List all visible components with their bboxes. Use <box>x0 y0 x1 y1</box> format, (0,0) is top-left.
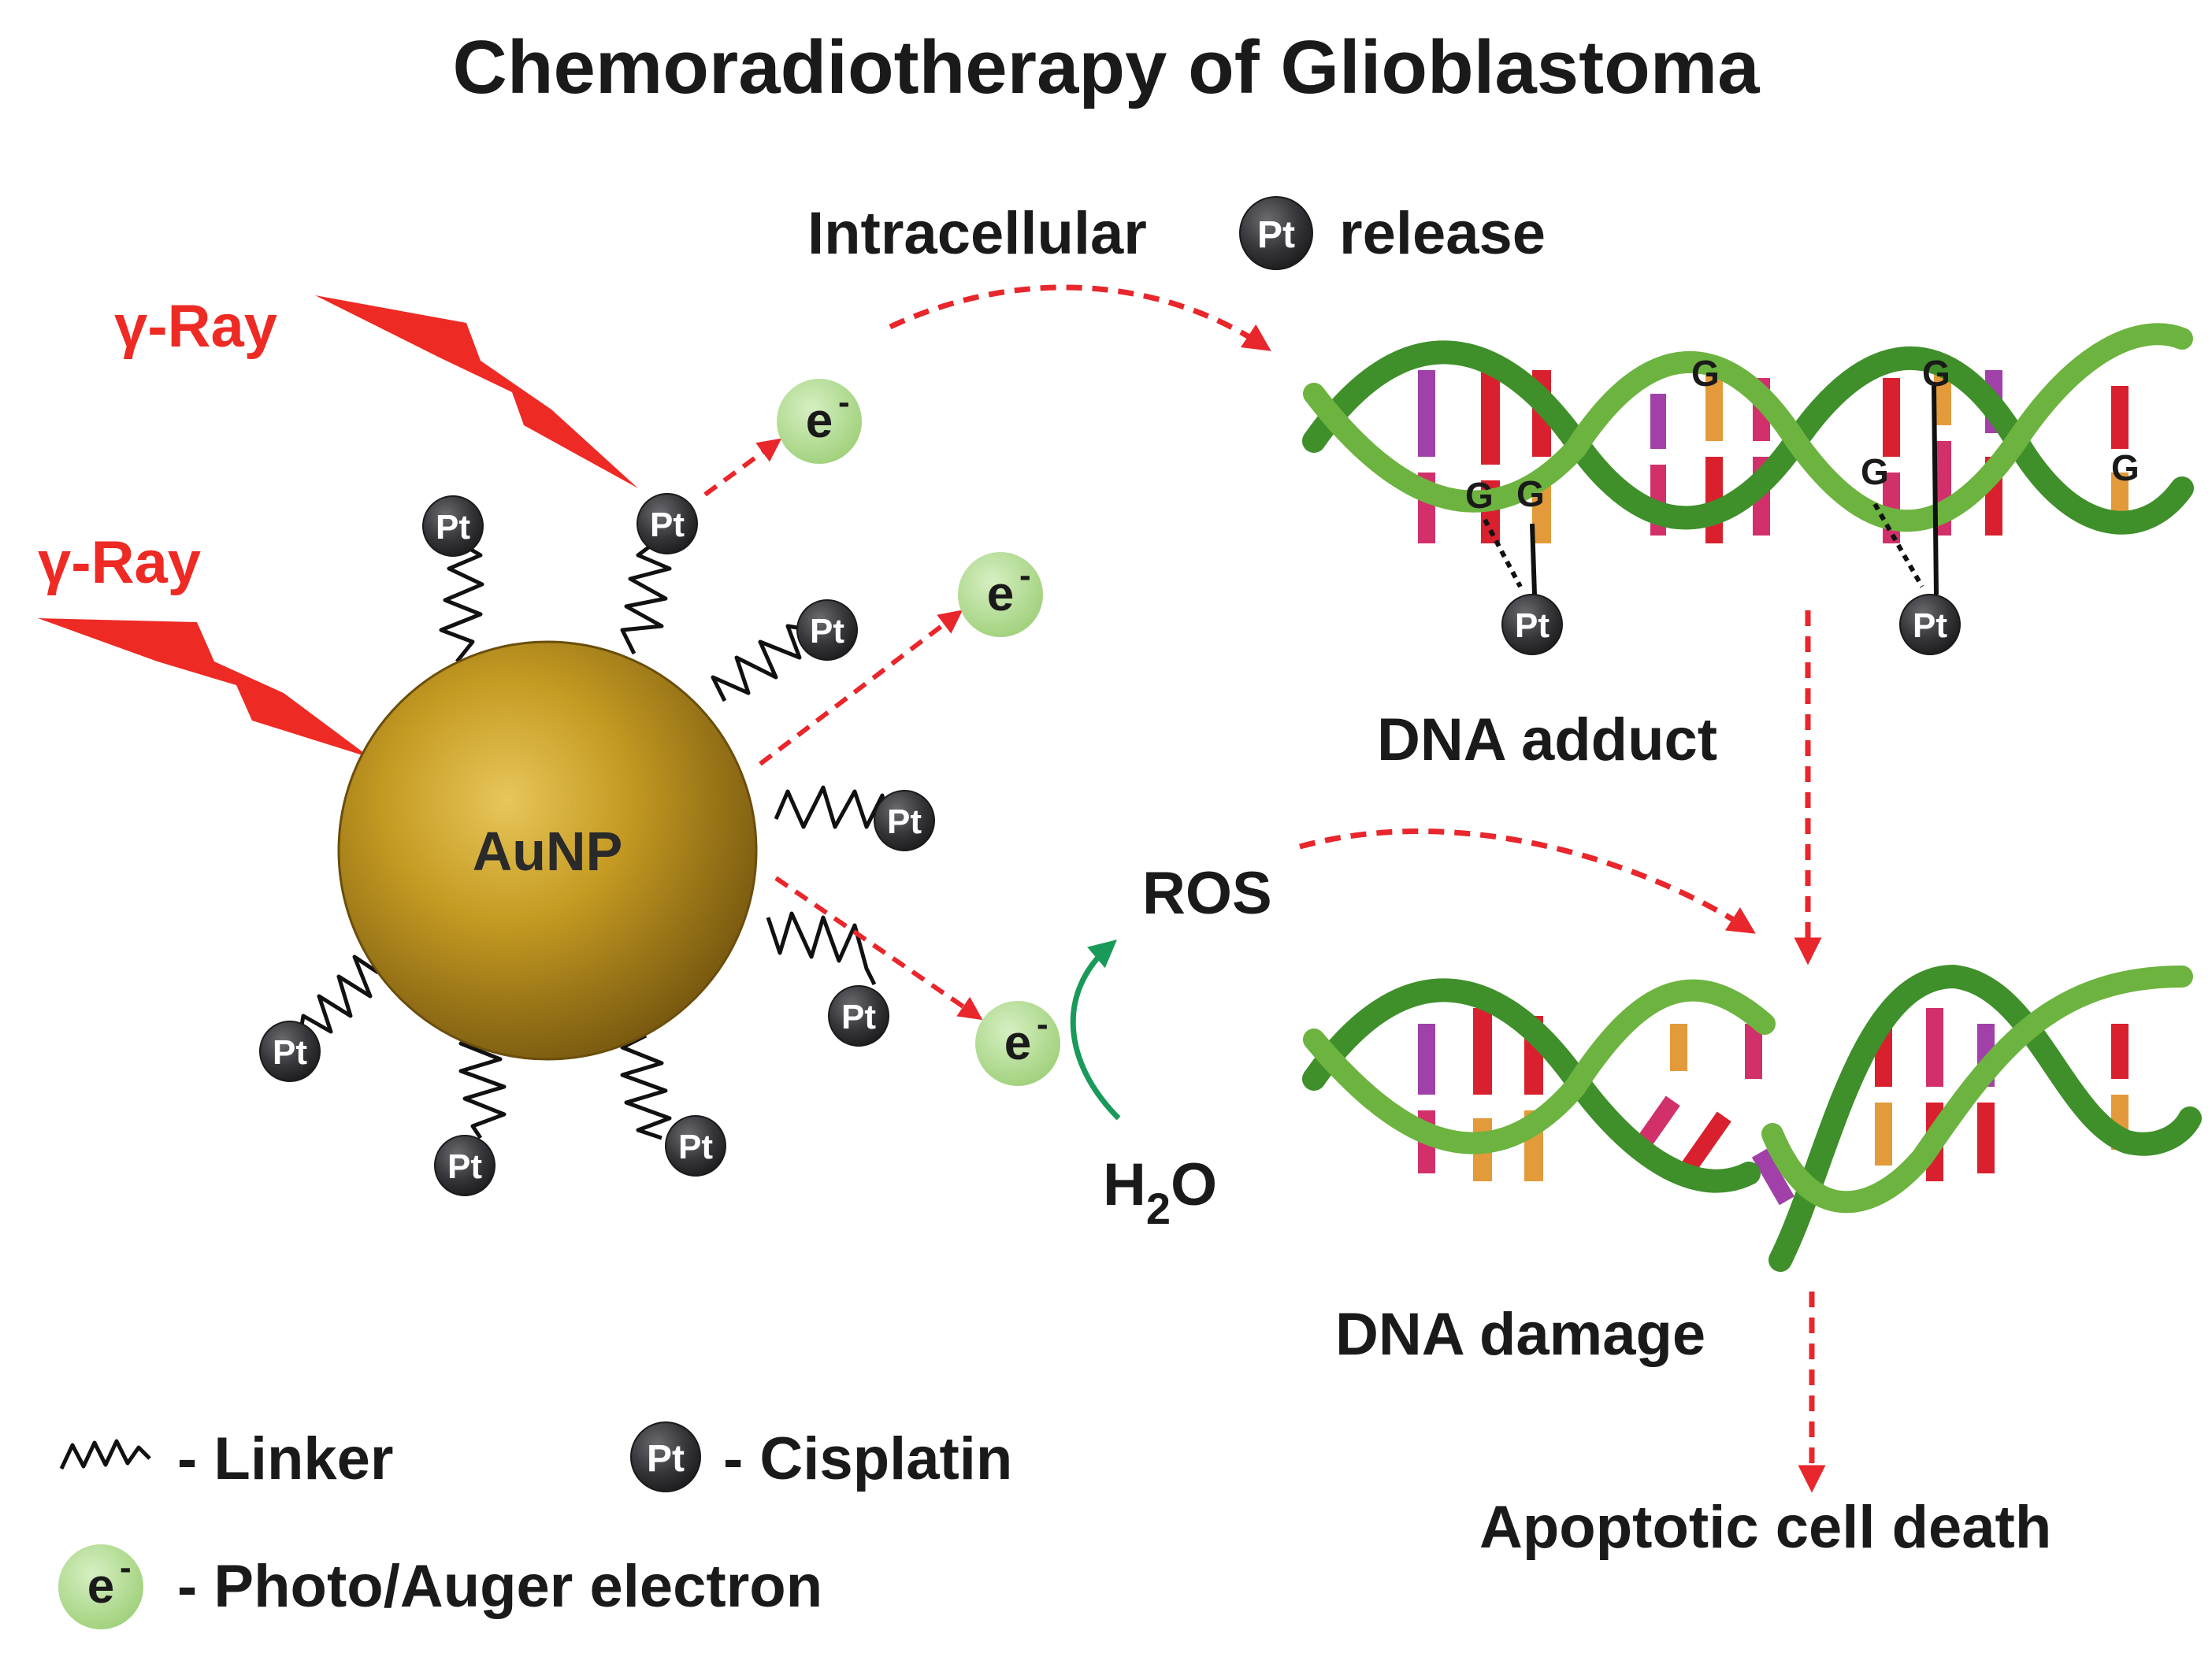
legend: - Linker Pt - Cisplatin e - - Photo/Auge… <box>58 1421 1012 1629</box>
svg-text:Pt: Pt <box>436 508 470 547</box>
electron-arrow <box>703 438 782 497</box>
linker <box>297 954 380 1040</box>
page-title: Chemoradiotherapy of Glioblastoma <box>453 25 1761 109</box>
pt-ball: Pt <box>434 1135 495 1196</box>
svg-text:Pt: Pt <box>810 612 844 650</box>
electron-ball: e - <box>975 1001 1060 1086</box>
svg-text:Pt: Pt <box>678 1128 713 1166</box>
svg-text:Pt: Pt <box>887 802 922 841</box>
dna-strand <box>1303 323 2193 532</box>
svg-text:Pt: Pt <box>650 506 685 544</box>
svg-text:H2O: H2O <box>1103 1151 1217 1233</box>
gamma-ray-label: γ-Ray <box>38 529 201 596</box>
svg-text:-: - <box>838 383 850 421</box>
lightning-bolt-icon <box>38 618 370 758</box>
apoptosis-label: Apoptotic cell death <box>1479 1494 2051 1561</box>
legend-cisplatin-label: - Cisplatin <box>723 1425 1012 1492</box>
svg-text:release: release <box>1339 200 1546 267</box>
svg-text:Pt: Pt <box>1257 214 1295 256</box>
dna-strand <box>1302 978 1761 1193</box>
guanine-label: G <box>1465 475 1494 516</box>
electron-ball: e - <box>777 379 862 464</box>
svg-text:-: - <box>1019 556 1031 595</box>
gold-nanoparticle: AuNP <box>337 640 758 1061</box>
dna-strand <box>1761 965 2193 1214</box>
linkers <box>297 541 889 1140</box>
electron-arrows <box>703 438 983 1021</box>
svg-text:e: e <box>1004 1016 1031 1070</box>
linker <box>620 542 672 655</box>
ros-label: ROS <box>1142 860 1272 927</box>
guanine-label: G <box>1861 451 1889 492</box>
electron-ball: e - <box>958 552 1043 637</box>
svg-text:e: e <box>806 394 833 448</box>
ros-attack-arrow <box>1299 828 1756 934</box>
pt-ball: Pt <box>796 599 858 661</box>
electron-arrow <box>774 876 983 1021</box>
pt-ball: Pt <box>637 493 698 554</box>
dna-strand <box>1302 340 2194 535</box>
pt-ball: Pt <box>259 1021 321 1082</box>
svg-text:Pt: Pt <box>1515 606 1550 645</box>
pt-ball: Pt <box>422 495 484 557</box>
dna-strand <box>1768 964 2202 1272</box>
dna-damage-helix <box>1302 964 2202 1272</box>
dna-adduct-label: DNA adduct <box>1377 706 1717 773</box>
dna-strand <box>1303 979 1776 1155</box>
pt-ball: Pt <box>1501 594 1563 655</box>
linker-legend-icon <box>59 1439 151 1470</box>
linker <box>711 624 812 702</box>
nanoparticle-label: AuNP <box>473 821 623 882</box>
pt-ball: Pt <box>1899 594 1961 655</box>
linker <box>458 1029 507 1140</box>
electron-arrow <box>759 610 963 766</box>
guanine-label: G <box>1691 353 1720 394</box>
svg-text:Pt: Pt <box>273 1033 307 1072</box>
svg-text:e: e <box>87 1559 114 1614</box>
ros-generation-arrow <box>1070 940 1121 1121</box>
legend-linker-label: - Linker <box>177 1425 394 1492</box>
dna-adduct-helix: G G G G G G Pt Pt <box>1302 323 2194 655</box>
svg-text:Pt: Pt <box>841 998 876 1036</box>
pt-ball: Pt <box>874 790 935 851</box>
guanine-label: G <box>2111 447 2140 488</box>
guanine-label: G <box>1516 473 1545 514</box>
linker <box>620 1033 672 1140</box>
svg-text:Pt: Pt <box>647 1438 685 1480</box>
dna-damage-label: DNA damage <box>1335 1301 1705 1368</box>
svg-text:-: - <box>120 1548 132 1587</box>
lightning-bolt-icon <box>315 295 638 488</box>
pt-ball: Pt <box>1239 196 1313 270</box>
intracellular-release-label: Intracellular Pt release <box>807 196 1546 270</box>
water-label: H2O <box>1103 1151 1217 1233</box>
pt-dna-bonds <box>1483 385 1939 595</box>
cisplatin-legend-icon: Pt <box>630 1421 701 1492</box>
pt-ball: Pt <box>665 1115 726 1177</box>
cisplatin-molecules: Pt Pt Pt Pt Pt Pt Pt Pt <box>259 493 935 1196</box>
gamma-ray-lower: γ-Ray <box>38 529 370 758</box>
gamma-ray-upper: γ-Ray <box>114 293 638 488</box>
linker <box>774 785 889 829</box>
linker <box>439 541 484 663</box>
svg-text:e: e <box>987 567 1014 621</box>
electron-legend-icon: e - <box>58 1544 143 1629</box>
electrons: e - e - e - <box>777 379 1060 1086</box>
gamma-ray-label: γ-Ray <box>114 293 277 360</box>
svg-text:Intracellular: Intracellular <box>807 200 1147 267</box>
legend-electron-label: - Photo/Auger electron <box>177 1553 822 1620</box>
svg-text:-: - <box>1037 1005 1048 1043</box>
pt-ball: Pt <box>828 985 889 1047</box>
svg-text:Pt: Pt <box>447 1147 482 1186</box>
linker <box>766 911 877 986</box>
svg-text:Pt: Pt <box>1913 606 1947 645</box>
release-arrow <box>889 284 1271 351</box>
